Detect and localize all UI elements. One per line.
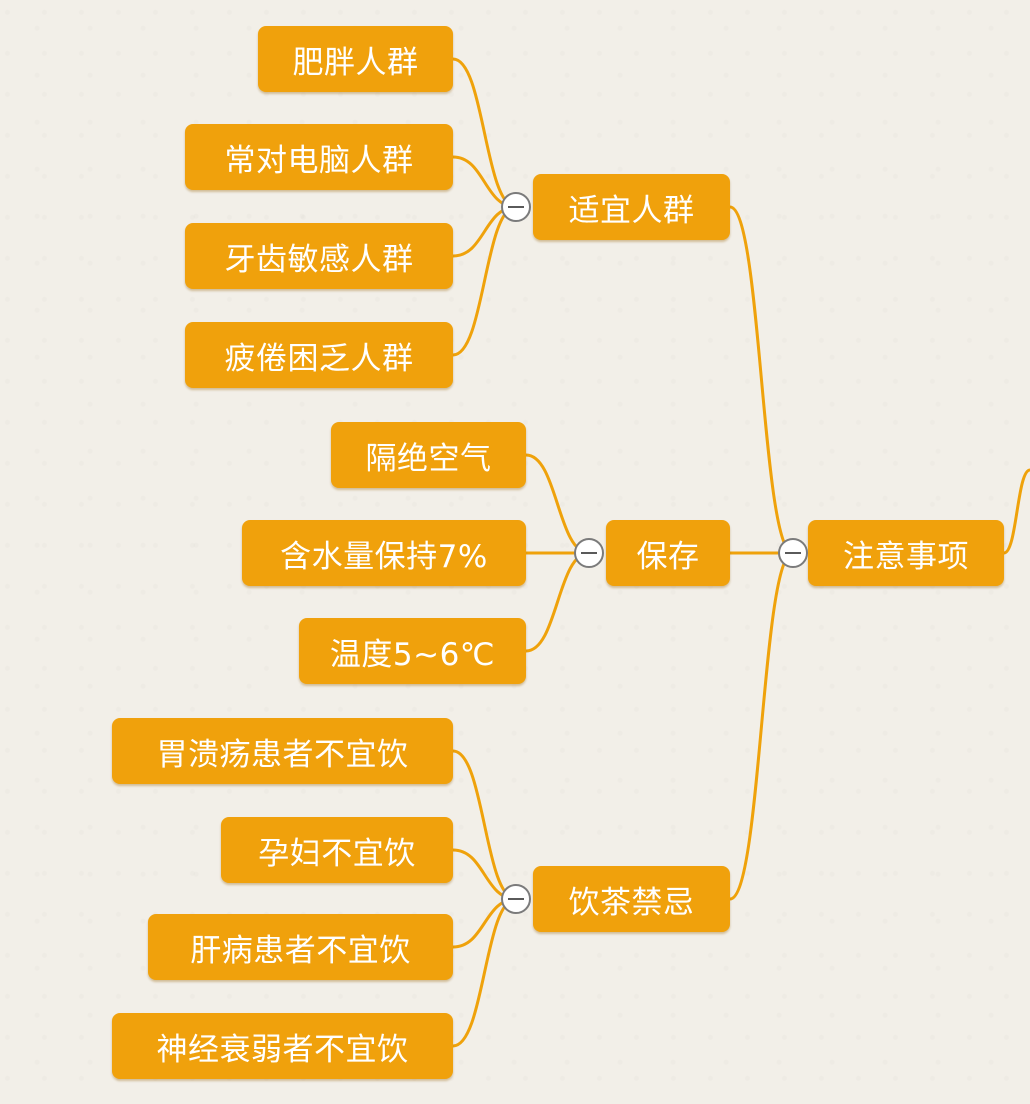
collapse-minus-icon[interactable]	[574, 538, 604, 568]
leaf-node[interactable]: 肝病患者不宜饮	[148, 914, 453, 980]
leaf-node[interactable]: 胃溃疡患者不宜饮	[112, 718, 453, 784]
root-node[interactable]: 注意事项	[808, 520, 1004, 586]
leaf-node[interactable]: 隔绝空气	[331, 422, 526, 488]
collapse-minus-icon[interactable]	[501, 884, 531, 914]
leaf-node[interactable]: 疲倦困乏人群	[185, 322, 453, 388]
collapse-minus-icon[interactable]	[778, 538, 808, 568]
leaf-node[interactable]: 含水量保持7%	[242, 520, 526, 586]
connector-line	[525, 551, 590, 653]
connector-line	[729, 205, 794, 555]
connector-line	[525, 453, 590, 555]
leaf-node[interactable]: 温度5~6℃	[299, 618, 526, 684]
collapse-minus-icon[interactable]	[501, 192, 531, 222]
leaf-node[interactable]: 常对电脑人群	[185, 124, 453, 190]
leaf-node[interactable]: 孕妇不宜饮	[221, 817, 453, 883]
branch-node-storage[interactable]: 保存	[606, 520, 730, 586]
leaf-node[interactable]: 神经衰弱者不宜饮	[112, 1013, 453, 1079]
branch-node-suitable-groups[interactable]: 适宜人群	[533, 174, 730, 240]
leaf-node[interactable]: 牙齿敏感人群	[185, 223, 453, 289]
connector-line	[452, 57, 517, 209]
connector-line	[729, 551, 794, 901]
branch-node-taboos[interactable]: 饮茶禁忌	[533, 866, 730, 932]
leaf-node[interactable]: 肥胖人群	[258, 26, 453, 92]
connector-line	[1003, 468, 1030, 555]
